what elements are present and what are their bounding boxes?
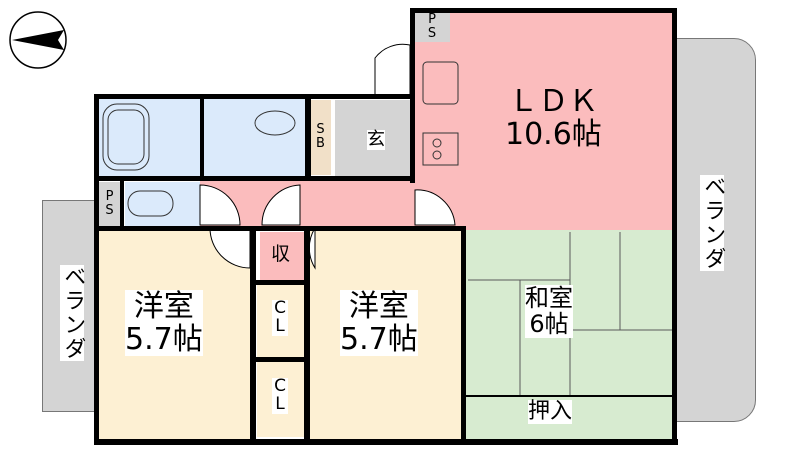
washitsu-size: 6帖 — [529, 310, 569, 339]
ldk-label: ＬＤＫ 10.6帖 — [505, 85, 602, 151]
western-2-label: 洋室 5.7帖 — [340, 290, 418, 356]
wall — [94, 176, 412, 181]
wall — [120, 178, 124, 228]
storage-label: 収 — [271, 243, 291, 265]
closet-1-label: CL — [272, 299, 288, 336]
wall — [250, 280, 308, 285]
balcony-right-label: ベランダ — [700, 175, 726, 271]
ldk-name: ＬＤＫ — [508, 84, 599, 119]
oshiire-label: 押入 — [528, 399, 573, 425]
wall — [94, 94, 412, 99]
toilet — [125, 182, 200, 227]
washitsu-name: 和室 — [525, 284, 573, 312]
wall — [304, 228, 310, 440]
wall — [305, 96, 311, 180]
wall — [410, 8, 676, 13]
wall — [94, 94, 99, 444]
washitsu-label: 和室 6帖 — [525, 285, 573, 338]
western-1-name: 洋室 — [133, 289, 194, 324]
western-1-label: 洋室 5.7帖 — [125, 290, 203, 356]
wall — [94, 226, 466, 231]
balcony-left-label: ベランダ — [60, 265, 86, 361]
genkan-label: 玄 — [367, 129, 385, 150]
wall — [250, 228, 256, 440]
wall — [200, 96, 204, 180]
shoe-box-label: SB — [314, 123, 327, 151]
western-2-size: 5.7帖 — [340, 322, 418, 357]
ps-top-label: PS — [426, 12, 438, 41]
wall — [94, 439, 678, 445]
wall — [410, 8, 415, 183]
washroom — [203, 97, 307, 177]
wall — [461, 226, 466, 444]
western-1-size: 5.7帖 — [125, 322, 203, 357]
ps-left-label: PS — [103, 190, 116, 218]
wall — [672, 8, 677, 444]
closet-2-label: CL — [272, 377, 288, 414]
wall — [250, 357, 308, 362]
room-ldk — [410, 12, 675, 230]
western-2-name: 洋室 — [348, 289, 409, 324]
ldk-size: 10.6帖 — [505, 117, 602, 152]
